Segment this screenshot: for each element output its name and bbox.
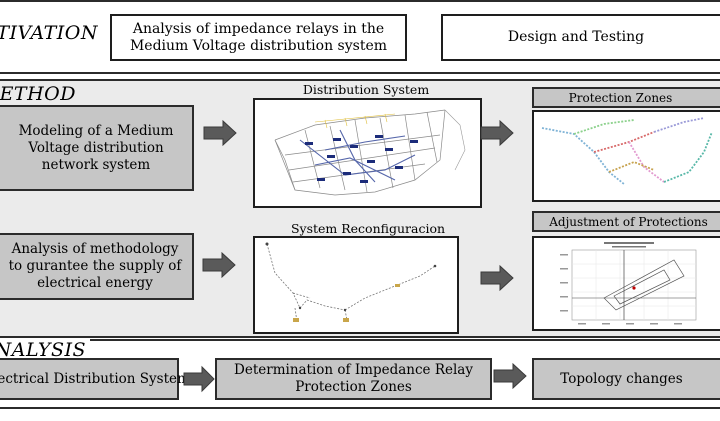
supply-methodology-box: Analysis of methodology to gurantee the … (0, 233, 194, 300)
arrow-right-icon (203, 119, 237, 147)
motivation-analysis-text: Analysis of impedance relays in the Medi… (129, 20, 388, 54)
method-label: METHOD (0, 83, 76, 105)
topology-changes-text: Topology changes (560, 370, 683, 387)
top-divider (0, 0, 720, 2)
system-reconfiguration-image (253, 236, 459, 334)
analysis-top-line (90, 339, 720, 341)
reconfiguration-plot-icon (265, 242, 437, 323)
arrow-right-icon (202, 251, 236, 279)
divider-motivation-method (0, 72, 720, 74)
supply-methodology-text: Analysis of methodology to gurantee the … (8, 241, 182, 291)
design-testing-box: Design and Testing (441, 14, 720, 61)
modeling-network-box: Modeling of a Medium Voltage distributio… (0, 105, 194, 191)
distribution-system-image (253, 98, 482, 208)
distribution-system-caption: Distribution System (302, 82, 430, 97)
motivation-label: MOTIVATION (0, 22, 98, 44)
arrow-right-icon (183, 365, 215, 393)
arrow-right-icon (480, 264, 514, 292)
analysis-label: ANALYSIS (0, 339, 86, 361)
protection-zones-title: Protection Zones (532, 87, 720, 108)
impedance-zones-text: Determination of Impedance Relay Protect… (234, 362, 473, 395)
protection-zones-map-icon (541, 117, 713, 185)
topology-changes-box: Topology changes (532, 358, 720, 400)
impedance-diagram-icon (560, 242, 697, 325)
arrow-right-icon (493, 362, 527, 390)
adjustment-protections-image (532, 236, 720, 331)
adjustment-protections-title: Adjustment of Protections (532, 211, 720, 232)
motivation-analysis-box: Analysis of impedance relays in the Medi… (110, 14, 407, 61)
modeling-network-text: Modeling of a Medium Voltage distributio… (18, 122, 174, 173)
electrical-distribution-text: Electrical Distribution System (0, 370, 190, 387)
electrical-distribution-box: Electrical Distribution System (0, 358, 190, 400)
system-reconfig-caption: System Reconfiguracion (290, 221, 446, 236)
distribution-network-map-icon (274, 109, 466, 196)
design-testing-text: Design and Testing (507, 29, 645, 45)
impedance-zones-box: Determination of Impedance Relay Protect… (215, 358, 492, 400)
bottom-divider (0, 407, 720, 409)
protection-zones-image (532, 110, 720, 202)
arrow-right-icon (480, 119, 514, 147)
